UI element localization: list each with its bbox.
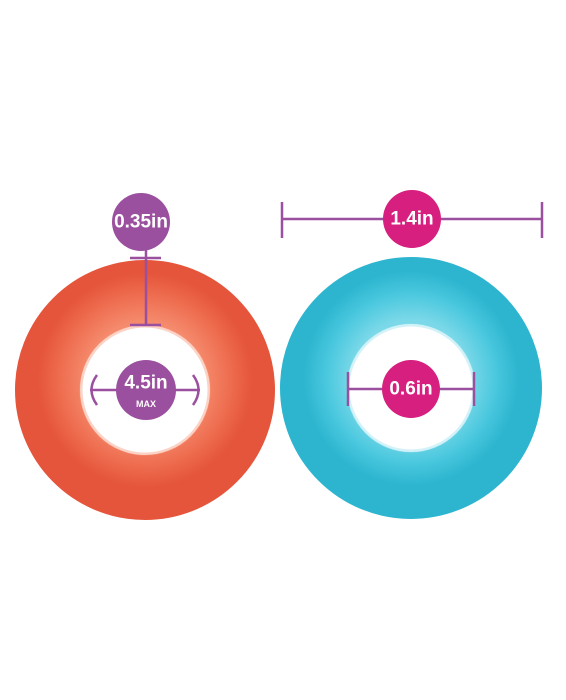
- outer-diameter-indicator: 1.4in: [280, 190, 544, 248]
- stretch-diameter-indicator: 4.5in MAX: [90, 360, 200, 420]
- wall-thickness-badge: [112, 193, 170, 251]
- stretch-diameter-sub: MAX: [136, 399, 156, 409]
- outer-diameter-label: 1.4in: [390, 209, 433, 230]
- inner-diameter-badge: [382, 360, 440, 418]
- stretch-diameter-label: 4.5in: [124, 373, 167, 394]
- stretch-diameter-badge: [116, 360, 176, 420]
- inner-diameter-label: 0.6in: [389, 379, 432, 400]
- inner-diameter-indicator: 0.6in: [346, 360, 476, 418]
- outer-diameter-badge: [383, 190, 441, 248]
- wall-thickness-label: 0.35in: [114, 212, 168, 233]
- wall-thickness-indicator: 0.35in: [112, 193, 170, 327]
